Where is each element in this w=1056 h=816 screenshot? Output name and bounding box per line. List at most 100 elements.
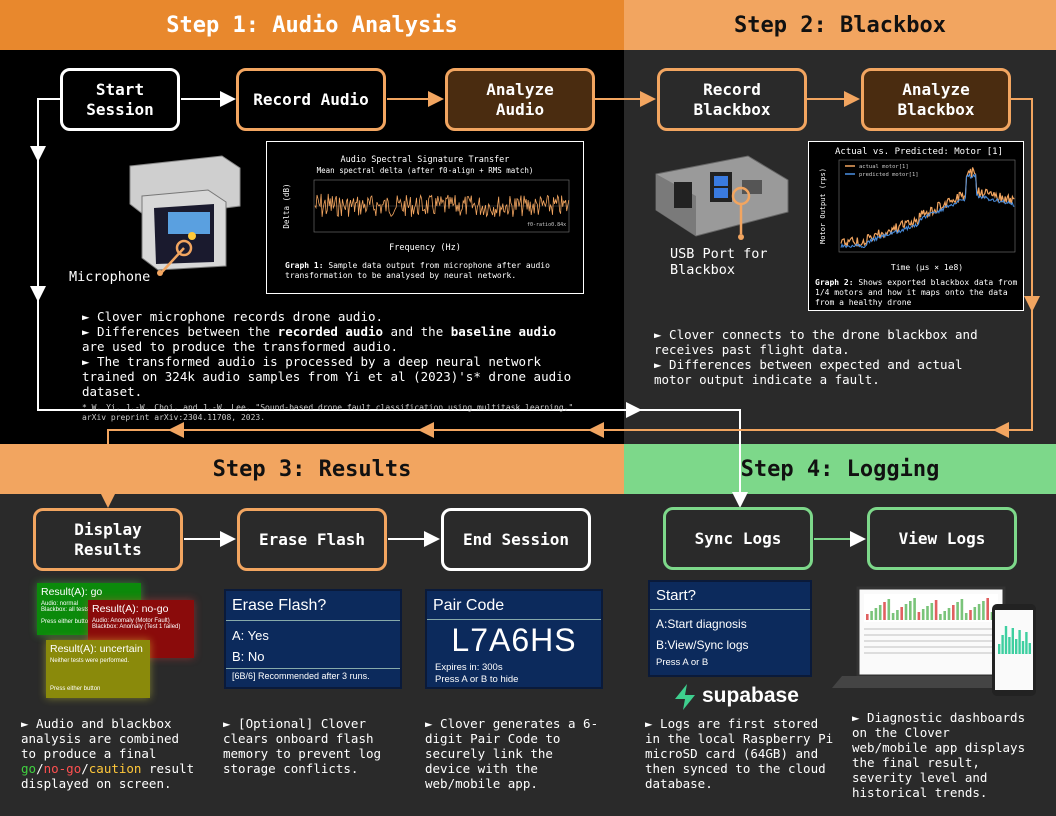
- dashboard-bar: [939, 614, 942, 620]
- dashboard-bar: [926, 606, 929, 620]
- dashboard-bar: [956, 602, 959, 620]
- graph2-caption: Graph 2: Shows exported blackbox data fr…: [815, 278, 1019, 308]
- analyze-audio-box: Analyze Audio: [445, 68, 595, 131]
- graph1: Audio Spectral Signature Transfer Mean s…: [266, 141, 584, 294]
- dashboard-bar: [969, 610, 972, 620]
- graph2-actual-line: [840, 167, 1015, 247]
- dashboard-bar: [930, 603, 934, 620]
- graph1-title: Audio Spectral Signature Transfer: [341, 155, 510, 165]
- phone-dashboard-bar: [1011, 628, 1014, 654]
- graph1-caption-bold: Graph 1:: [285, 261, 324, 270]
- graph2-caption-bold: Graph 2:: [815, 278, 854, 287]
- microphone-device-image: [129, 155, 241, 271]
- phone-dashboard-bar: [1021, 641, 1025, 654]
- graph1-spectrum: [314, 193, 570, 218]
- dashboard-bar: [960, 599, 964, 620]
- dashboard-bar: [982, 601, 985, 620]
- graph2-legend-actual: actual motor[1]: [859, 164, 909, 170]
- phone-dashboard-bar: [998, 644, 1001, 654]
- step2-bullets: ► Clover connects to the drone blackbox …: [654, 327, 994, 387]
- graph2-plot: Actual vs. Predicted: Motor [1] actual m…: [819, 147, 1016, 272]
- sync-logs-box: Sync Logs: [663, 507, 813, 570]
- phone-dashboard-bar: [1018, 630, 1021, 654]
- dashboard-bar: [878, 605, 882, 620]
- step3-desc1: ► Audio and blackbox analysis are combin…: [21, 716, 195, 791]
- step4-desc2: ► Diagnostic dashboards on the Clover we…: [852, 710, 1026, 800]
- erase-flash-box: Erase Flash: [237, 508, 387, 571]
- graph1-subtitle: Mean spectral delta (after f0-align + RM…: [317, 166, 534, 175]
- dashboard-bar: [866, 614, 869, 620]
- graph1-xlabel: Frequency (Hz): [389, 243, 461, 253]
- raspberry-pi-usb-image: [655, 155, 789, 240]
- step3-desc2: ► [Optional] Clover clears onboard flash…: [223, 716, 382, 776]
- graph2-title: Actual vs. Predicted: Motor [1]: [835, 147, 1003, 157]
- step3-desc3: ► Clover generates a 6-digit Pair Code t…: [425, 716, 599, 791]
- graph2-legend-pred: predicted motor[1]: [859, 172, 919, 178]
- graph2-xlabel: Time (µs × 1e8): [891, 263, 963, 272]
- step2-bullet2: ► Differences between expected and actua…: [654, 357, 963, 387]
- dashboard-bar: [917, 612, 921, 620]
- dashboard-bar: [921, 609, 925, 620]
- pair-code: L7A6HS: [451, 622, 577, 658]
- dashboard-bar: [913, 598, 916, 620]
- dashboard-bar: [870, 611, 873, 620]
- record-audio-box: Record Audio: [236, 68, 386, 131]
- view-logs-box: View Logs: [867, 507, 1017, 570]
- phone-dashboard-bar: [1025, 632, 1028, 654]
- phone-dashboard-bar: [1028, 643, 1031, 654]
- graph1-legend: f0-ratio0.84x: [527, 222, 566, 228]
- supabase-logo-icon: [675, 684, 695, 710]
- usb-port-label: USB Port for Blackbox: [670, 246, 768, 278]
- step1-title: Step 1: Audio Analysis: [0, 0, 624, 50]
- dashboard-bar: [891, 613, 895, 620]
- record-blackbox-box: Record Blackbox: [657, 68, 807, 131]
- supabase-wordmark: supabase: [702, 684, 799, 707]
- graph2-predicted-line: [840, 172, 1015, 249]
- step2-bullet1: ► Clover connects to the drone blackbox …: [654, 327, 978, 357]
- dashboard-bar: [943, 611, 946, 620]
- graph1-caption-text: Sample data output from microphone after…: [285, 261, 550, 280]
- step4-desc1: ► Logs are first stored in the local Ras…: [645, 716, 834, 791]
- dashboard-bar: [952, 605, 955, 620]
- erase-flash-screen: Erase Flash? A: Yes B: No [6B/6] Recomme…: [224, 589, 402, 689]
- graph1-ylabel: Delta (dB): [282, 183, 291, 228]
- graph1-plot: Audio Spectral Signature Transfer Mean s…: [282, 155, 570, 253]
- phone-dashboard-bar: [1001, 635, 1004, 654]
- step1-bullets: ► Clover microphone records drone audio.…: [82, 309, 582, 423]
- analyze-blackbox-box: Analyze Blackbox: [861, 68, 1011, 131]
- microphone-label: Microphone: [69, 269, 151, 285]
- step1-bullet3: ► The transformed audio is processed by …: [82, 354, 572, 399]
- dashboard-bar: [896, 610, 899, 620]
- step2-title: Step 2: Blackbox: [624, 0, 1056, 50]
- step1-bullet2: ► Differences between the recorded audio…: [82, 324, 557, 354]
- dashboard-bar: [973, 607, 977, 620]
- start-session-box: Start Session: [60, 68, 180, 131]
- result-uncertain-screen: Result(A): uncertain Neither tests were …: [46, 640, 150, 698]
- step1-footnote: * W. Yi, J.-W. Choi, and J.-W. Lee, "Sou…: [82, 403, 574, 422]
- display-results-box: Display Results: [33, 508, 183, 571]
- step3-title: Step 3: Results: [0, 444, 624, 494]
- graph2-caption-text: Shows exported blackbox data from 1/4 mo…: [815, 278, 1018, 307]
- graph2: Actual vs. Predicted: Motor [1] actual m…: [808, 141, 1024, 311]
- dashboard-bar: [883, 602, 886, 620]
- graph1-caption: Graph 1: Sample data output from microph…: [285, 261, 575, 281]
- dashboard-bar: [900, 607, 903, 620]
- phone-dashboard-bar: [1008, 637, 1011, 654]
- pair-code-screen: Pair Code L7A6HS Expires in: 300s Press …: [425, 589, 603, 689]
- phone-dashboard-bar: [1015, 639, 1018, 654]
- phone-dashboard-bar: [1004, 626, 1008, 654]
- step1-bullet1: ► Clover microphone records drone audio.: [82, 309, 384, 324]
- dashboard-bar: [977, 604, 981, 620]
- dashboard-bar: [964, 613, 968, 620]
- dashboard-bar: [947, 608, 951, 620]
- dashboard-bar: [904, 604, 908, 620]
- end-session-box: End Session: [441, 508, 591, 571]
- start-screen: Start? A:Start diagnosis B:View/Sync log…: [648, 580, 812, 677]
- dashboard-devices-image: [832, 586, 1036, 696]
- dashboard-bar: [909, 601, 912, 620]
- microphone-pointer: [157, 247, 185, 276]
- dashboard-bar: [874, 608, 878, 620]
- dashboard-bar: [986, 598, 989, 620]
- graph2-ylabel: Motor Output (rps): [819, 168, 827, 244]
